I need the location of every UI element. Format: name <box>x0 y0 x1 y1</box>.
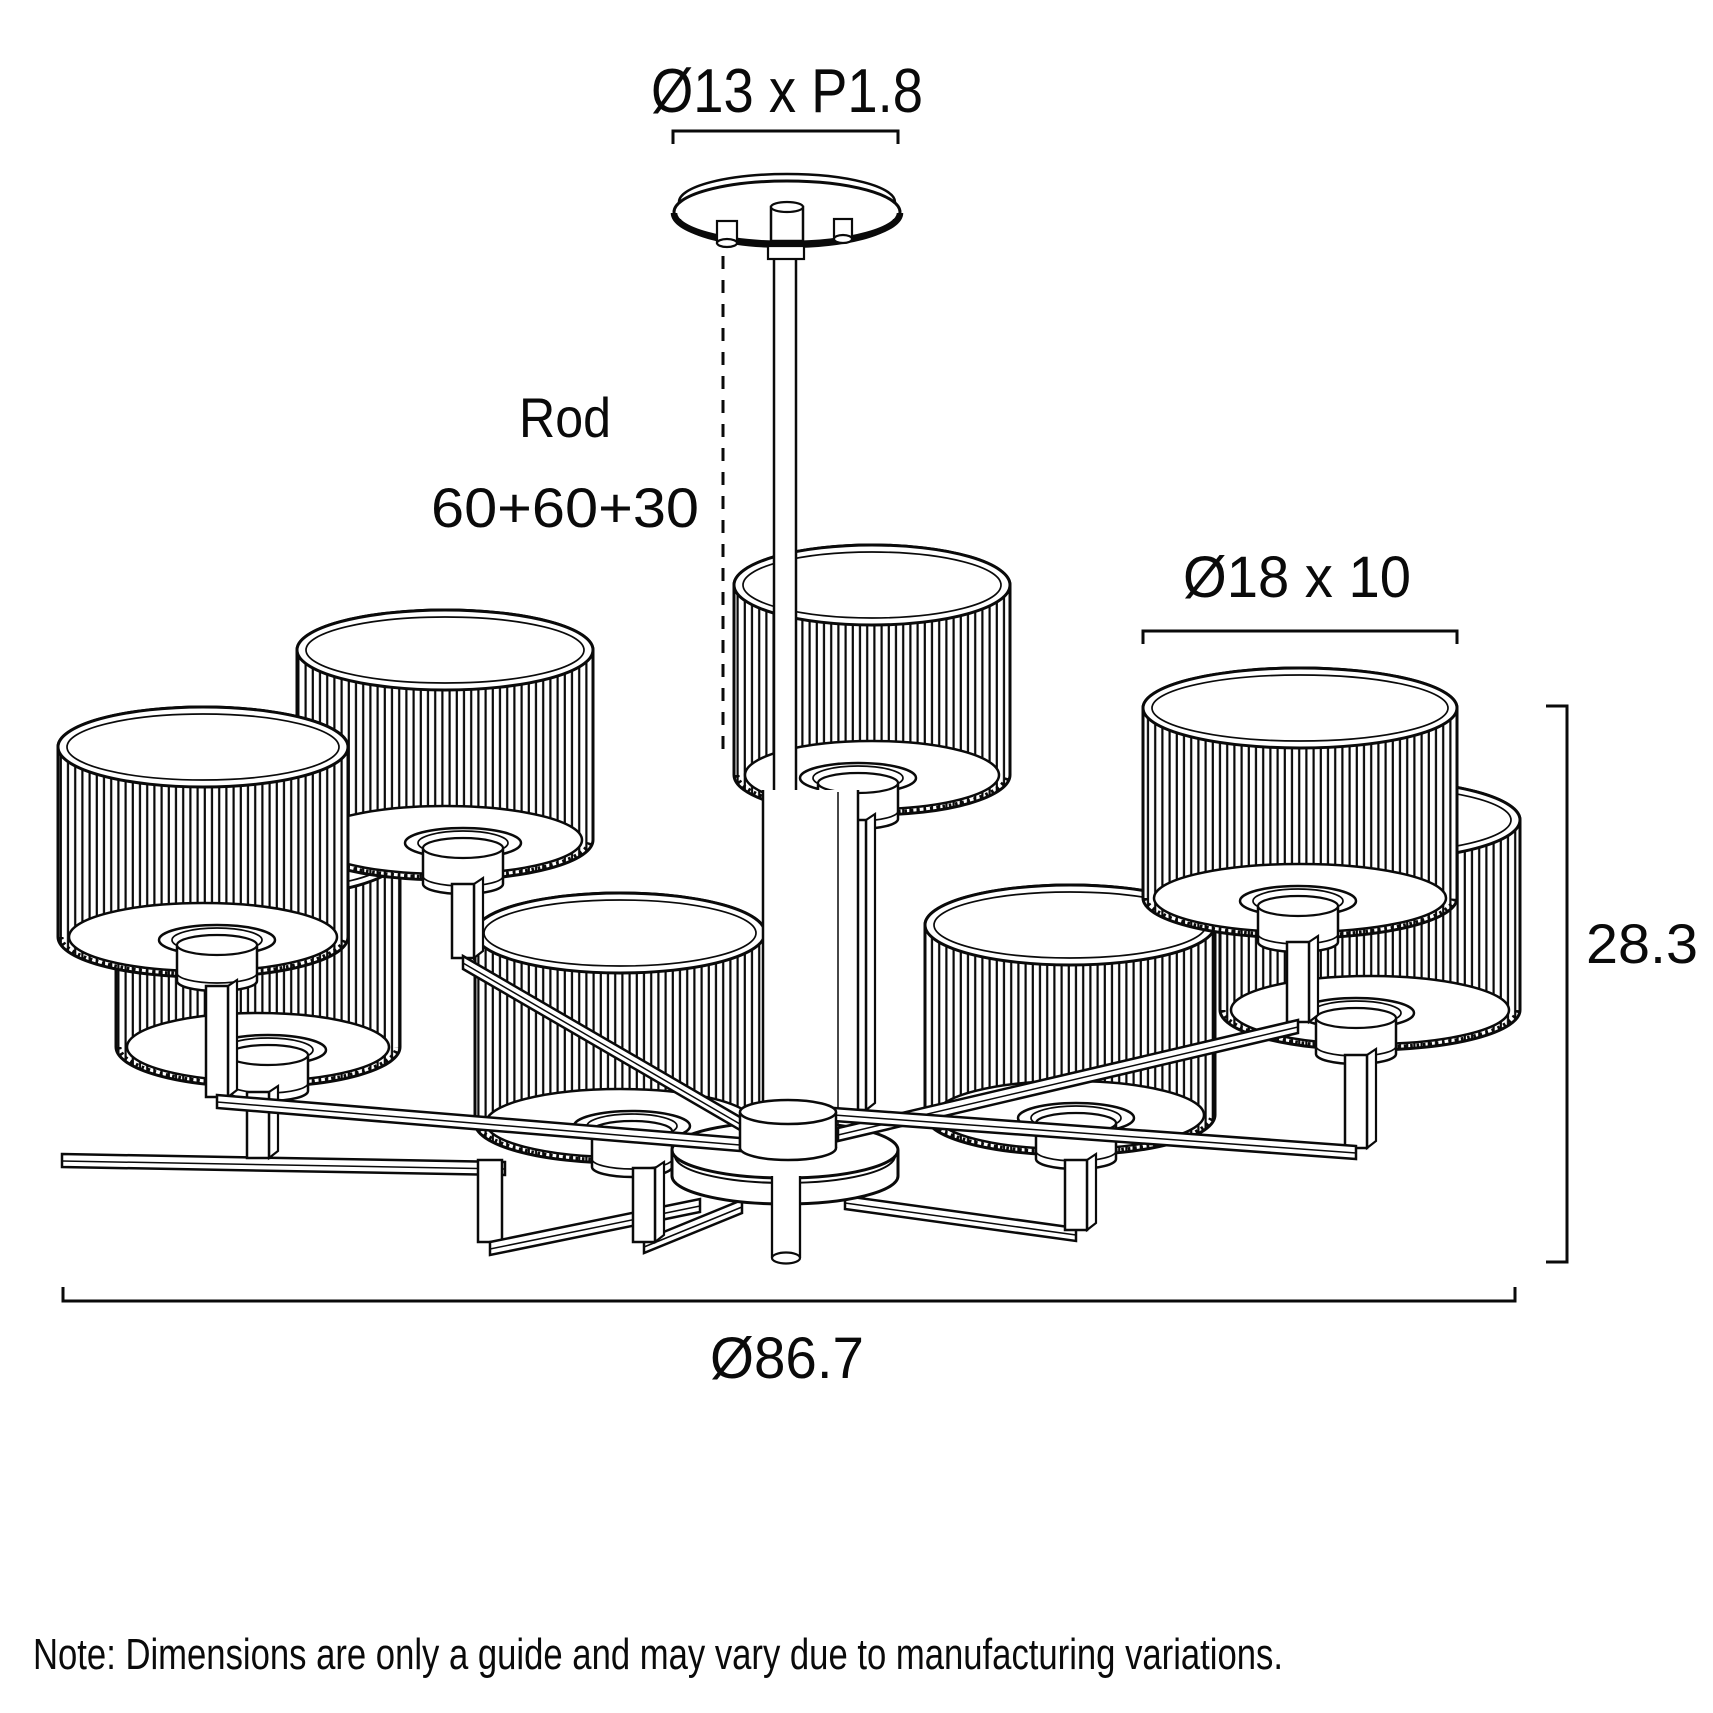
central-stem <box>761 230 860 1150</box>
socket-cup-top <box>1314 1006 1398 1030</box>
socket-cup-top <box>175 933 259 957</box>
shade-top-rim <box>732 543 1012 627</box>
arm-ridge <box>643 1206 743 1248</box>
front-arm-yokes <box>60 1083 1098 1257</box>
bracket-side-face <box>1085 1151 1098 1233</box>
shade-top-rim <box>56 705 350 789</box>
canopy-dimension-bracket <box>671 129 900 144</box>
shade-pleat-scallops <box>116 1046 400 1088</box>
socket-cup-collar <box>176 972 258 984</box>
ceiling-canopy <box>670 172 904 261</box>
bracket-side-face <box>267 1083 280 1161</box>
rod-name-label: Rod <box>519 386 611 449</box>
canopy-groove-band <box>670 212 904 248</box>
bracket-side-face <box>1307 933 1320 1025</box>
drum-shade-a <box>56 705 350 993</box>
arm-f-diag <box>642 1198 744 1255</box>
shade-bracket-h <box>1343 1046 1378 1151</box>
back-shade-row <box>56 543 1459 1151</box>
bracket-side-face <box>864 811 877 1113</box>
arm-ridge <box>61 1160 506 1170</box>
shade-pleat-scallops <box>925 1114 1215 1156</box>
dimension-labels: Ø13 x P1.8 Rod 60+60+30 Ø18 x 10 28.3 Ø8… <box>33 57 1698 1679</box>
canopy-screw-boss-left-cap <box>715 237 739 249</box>
canopy-rod-connector-top <box>769 200 805 214</box>
shade-top-rim <box>473 891 767 975</box>
arm-e-drop <box>476 1158 504 1244</box>
rod-fill <box>774 230 796 794</box>
bracket-front-face <box>1063 1158 1089 1232</box>
bracket-side-face <box>653 1159 666 1245</box>
shade-top-rim <box>1141 666 1459 750</box>
diameter-dimension-line <box>61 1287 1517 1303</box>
shade-top-rim-inner <box>742 551 1002 619</box>
bracket-front-face <box>631 1166 657 1244</box>
dimension-annotations <box>61 129 1569 1303</box>
arm-g-diag <box>843 1194 1078 1243</box>
stem-column-fill <box>763 790 858 1150</box>
shade-top-rim-inner <box>1151 674 1449 742</box>
shade-dimension-bracket <box>1141 629 1459 644</box>
shade-bracket-b <box>450 875 485 961</box>
finial-fill <box>772 1170 800 1258</box>
arm-e-reach <box>60 1152 507 1177</box>
arm-ridge <box>833 1114 1357 1154</box>
hub-collar-top <box>738 1098 838 1126</box>
bracket-side-face <box>1365 1046 1378 1151</box>
arm-e-diag <box>488 1197 702 1257</box>
canopy-screw-boss-right-cap <box>832 233 854 245</box>
socket-cup-top <box>226 1043 310 1067</box>
rod-length-label: 60+60+30 <box>431 476 699 539</box>
socket-cup-top <box>421 836 505 860</box>
shade-dimension-label: Ø18 x 10 <box>1183 545 1411 610</box>
shade-bracket-a <box>204 977 239 1100</box>
shade-pleat-scallops <box>1143 897 1457 939</box>
arm-ridge <box>844 1202 1077 1236</box>
bracket-front-face <box>204 984 230 1099</box>
shade-top-rim-inner <box>66 713 340 781</box>
canopy-dimension-label: Ø13 x P1.8 <box>651 57 923 126</box>
footnote: Note: Dimensions are only a guide and ma… <box>33 1630 1283 1679</box>
diameter-dimension-label: Ø86.7 <box>710 1326 864 1391</box>
shade-bracket-g <box>1063 1151 1098 1233</box>
shade-top-rim <box>295 608 595 692</box>
bracket-front-face <box>1285 940 1311 1024</box>
shade-pleat-scallops <box>58 936 348 978</box>
bracket-side-face <box>472 875 485 961</box>
height-dimension-label: 28.3 <box>1586 912 1698 975</box>
shade-top-rim-inner <box>305 616 585 684</box>
shade-bracket-d <box>1285 933 1320 1025</box>
bracket-front-face <box>1343 1053 1369 1150</box>
rod-coupler-nut <box>766 244 806 261</box>
bracket-side-face <box>226 977 239 1100</box>
arm-ridge <box>216 1101 741 1146</box>
shade-bracket-f <box>631 1159 666 1245</box>
hub-collar-finial <box>738 1098 838 1265</box>
socket-cup-top <box>1256 894 1340 918</box>
finial-tip <box>770 1251 802 1265</box>
drum-shade-g <box>923 883 1217 1171</box>
shade-pleat-scallops <box>734 774 1010 816</box>
height-dimension-line <box>1546 704 1569 1264</box>
radial-arms <box>215 953 1358 1161</box>
bracket-front-face <box>450 882 476 960</box>
drum-shade-d <box>1141 666 1459 954</box>
arm-ridge <box>462 962 753 1132</box>
